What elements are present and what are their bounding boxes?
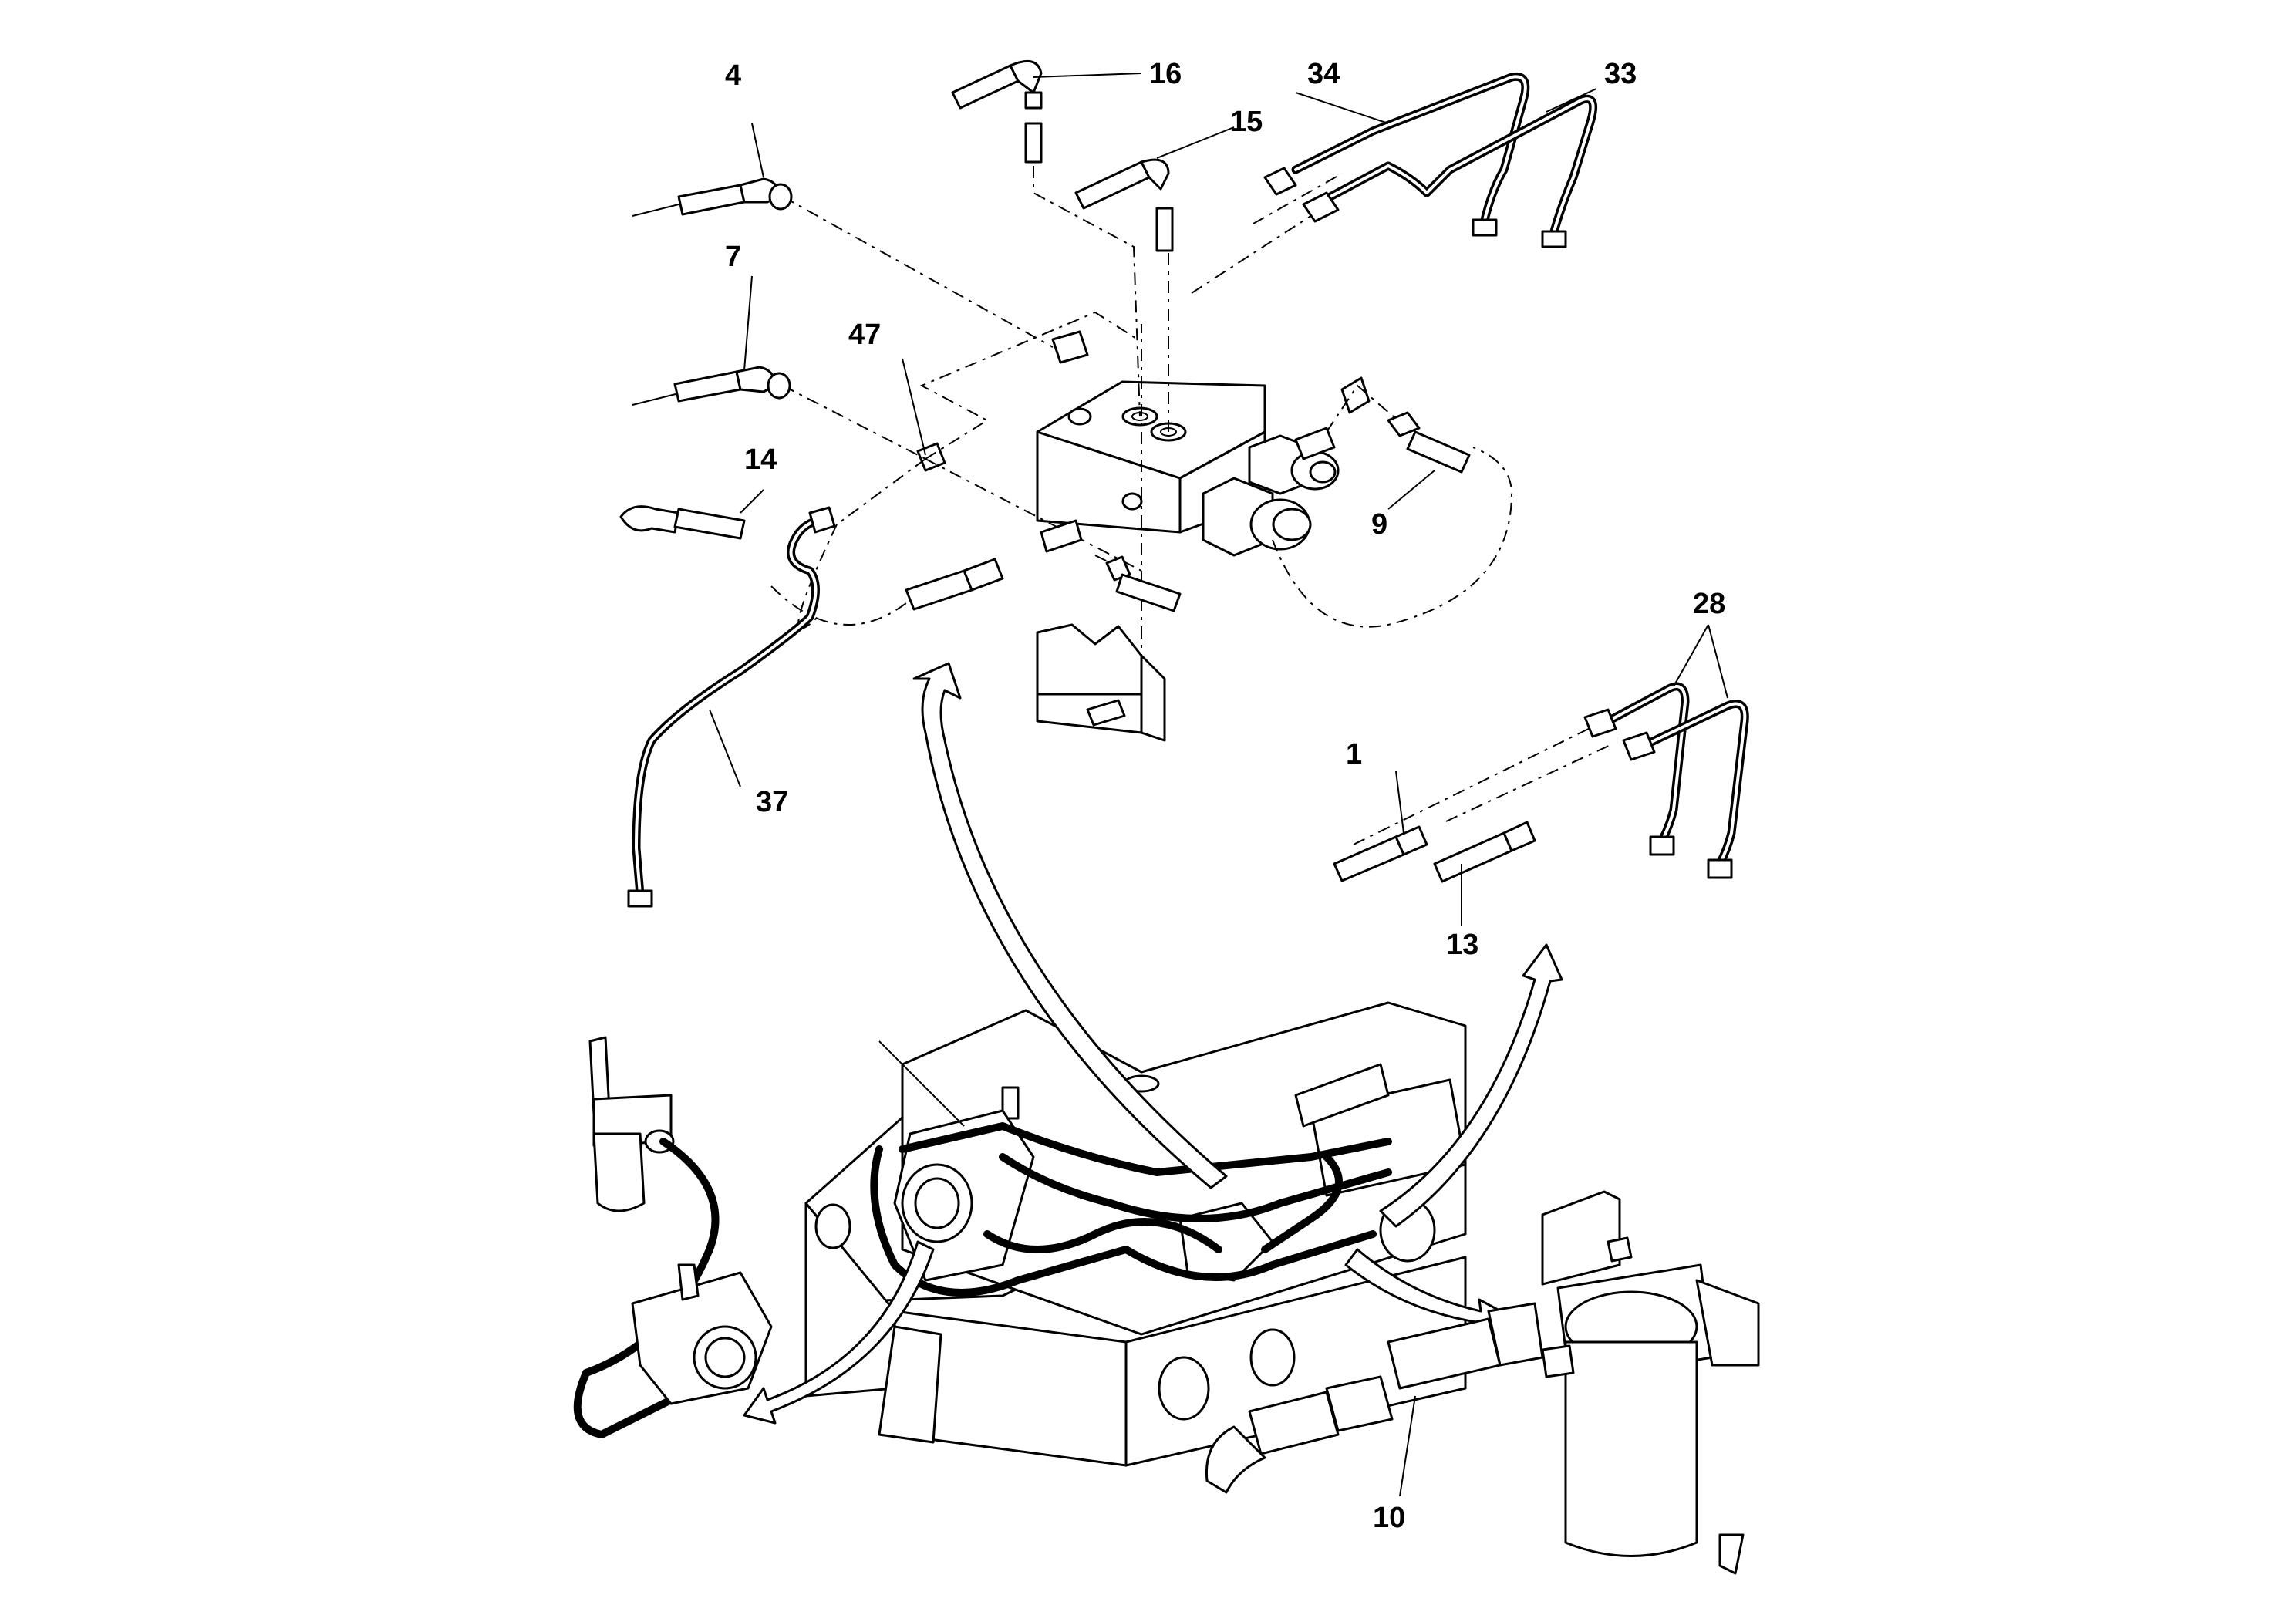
callout-34: 34	[1307, 58, 1340, 90]
callout-labels: 4 16 34 33 15 7 47 14 9 28 1 37 13 10	[725, 58, 1725, 1534]
hose-16	[951, 59, 1043, 164]
callout-16: 16	[1149, 58, 1182, 90]
hose-1	[1333, 825, 1428, 882]
hose-13	[1433, 821, 1536, 883]
callout-4: 4	[725, 59, 741, 92]
callout-14: 14	[744, 443, 777, 476]
callout-28: 28	[1693, 588, 1725, 620]
valve-block-assembly	[916, 330, 1371, 742]
callout-9: 9	[1371, 508, 1387, 541]
machine-frame	[804, 1001, 1467, 1467]
callout-37: 37	[756, 786, 788, 818]
callout-1: 1	[1346, 738, 1362, 771]
hose-7	[632, 366, 791, 406]
hose-9	[1387, 411, 1471, 474]
callout-7: 7	[725, 241, 741, 273]
pipe-33	[1302, 94, 1598, 248]
right-filter-assembly	[1205, 1190, 1760, 1575]
pipe-34	[1263, 72, 1530, 237]
hose-4	[632, 177, 793, 217]
callout-13: 13	[1446, 929, 1478, 961]
left-filter-pump	[573, 1036, 773, 1438]
hose-14	[619, 505, 746, 540]
pipe-28	[1583, 682, 1749, 879]
callout-47: 47	[848, 319, 881, 351]
callout-10: 10	[1373, 1502, 1405, 1534]
callout-33: 33	[1604, 58, 1637, 90]
callout-15: 15	[1230, 106, 1263, 138]
pipe-37	[627, 506, 836, 908]
callout-leaders	[709, 73, 1728, 1497]
valve-fittings	[905, 427, 1336, 612]
hose-15	[1074, 158, 1174, 252]
